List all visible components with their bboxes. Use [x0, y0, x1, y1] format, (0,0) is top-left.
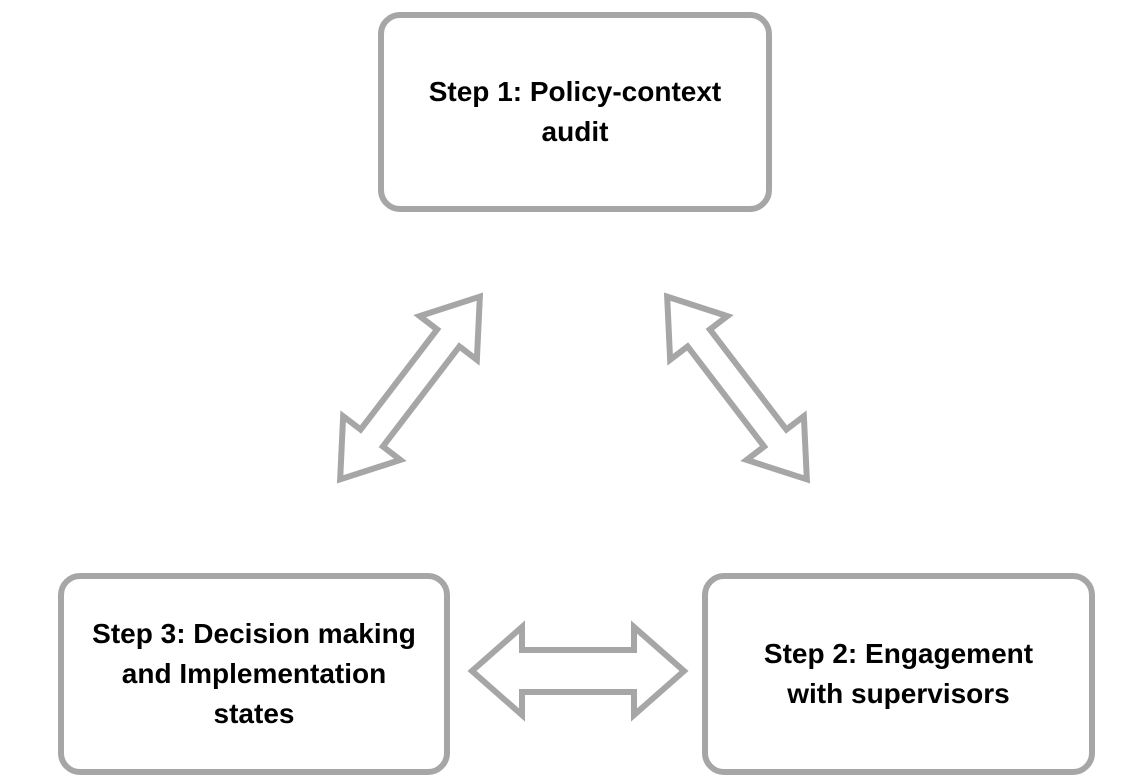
double-arrow-step1-step2-icon	[663, 292, 811, 484]
double-arrow-step3-step2-icon	[467, 620, 689, 722]
node-step-1-label-line-2: audit	[541, 116, 609, 147]
node-step-3-label-line-3: states	[213, 698, 295, 729]
node-step-1-label-line-1: Step 1: Policy-context	[428, 76, 722, 107]
node-step-3: Step 3: Decision making and Implementati…	[58, 573, 450, 775]
node-step-2-label-line-1: Step 2: Engagement	[763, 638, 1034, 669]
node-step-2-label-line-2: with supervisors	[787, 678, 1010, 709]
node-step-3-label-line-1: Step 3: Decision making	[92, 618, 416, 649]
double-arrow-step1-step3-icon	[336, 292, 484, 484]
node-step-1: Step 1: Policy-context audit	[378, 12, 772, 212]
node-step-2: Step 2: Engagement with supervisors	[702, 573, 1095, 775]
node-step-3-label-line-2: and Implementation	[121, 658, 387, 689]
